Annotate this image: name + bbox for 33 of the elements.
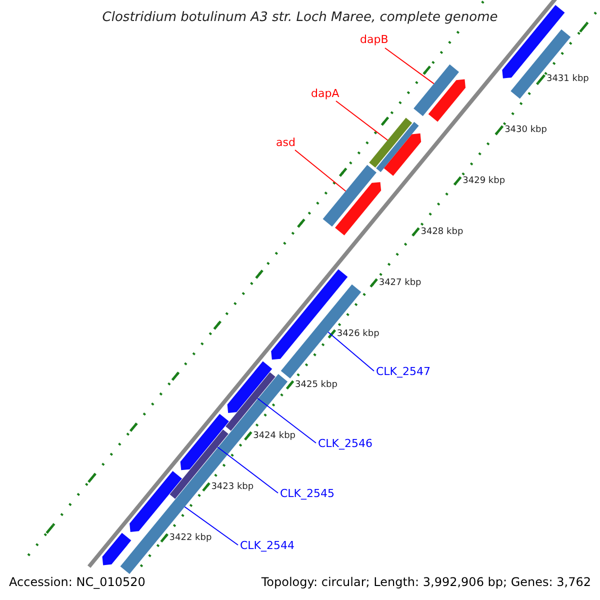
scale-label: 3428 kbp xyxy=(420,228,464,237)
gene-label: dapB xyxy=(360,34,388,45)
gene-label: CLK_2544 xyxy=(240,540,295,551)
map-title: Clostridium botulinum A3 str. Loch Maree, complete genome xyxy=(102,11,498,24)
leader-line xyxy=(294,150,346,192)
scale-label: 3425 kbp xyxy=(295,380,338,390)
summary-note: Topology: circular; Length: 3,992,906 bp; Genes: 3,762 xyxy=(261,576,591,588)
gene-label: dapA xyxy=(311,88,340,99)
gene-feature xyxy=(227,361,272,413)
leader-line xyxy=(184,506,238,546)
gene-label: asd xyxy=(276,137,296,148)
scale-label: 3430 kbp xyxy=(504,126,547,135)
scale-label: 3429 kbp xyxy=(462,176,506,186)
gene-feature xyxy=(335,182,382,236)
gene-feature xyxy=(102,532,132,566)
gene-bar xyxy=(376,122,419,172)
scale-label: 3431 kbp xyxy=(546,74,589,84)
leader-line xyxy=(328,332,374,372)
scale-label: 3427 kbp xyxy=(378,278,422,288)
scale-label: 3422 kbp xyxy=(169,534,212,543)
accession-note: Accession: NC_010520 xyxy=(9,576,146,588)
gene-label: CLK_2546 xyxy=(318,438,373,449)
leader-line xyxy=(257,398,316,444)
gene-feature xyxy=(384,133,422,176)
scale-label: 3423 kbp xyxy=(211,482,254,492)
gene-feature xyxy=(428,79,466,122)
gene-label: CLK_2547 xyxy=(376,366,431,377)
leader-line xyxy=(217,446,278,494)
scale-label: 3424 kbp xyxy=(253,432,296,441)
leader-line xyxy=(384,48,434,84)
leader-line xyxy=(336,100,388,141)
scale-label: 3426 kbp xyxy=(336,330,380,339)
gene-label: CLK_2545 xyxy=(280,488,335,499)
